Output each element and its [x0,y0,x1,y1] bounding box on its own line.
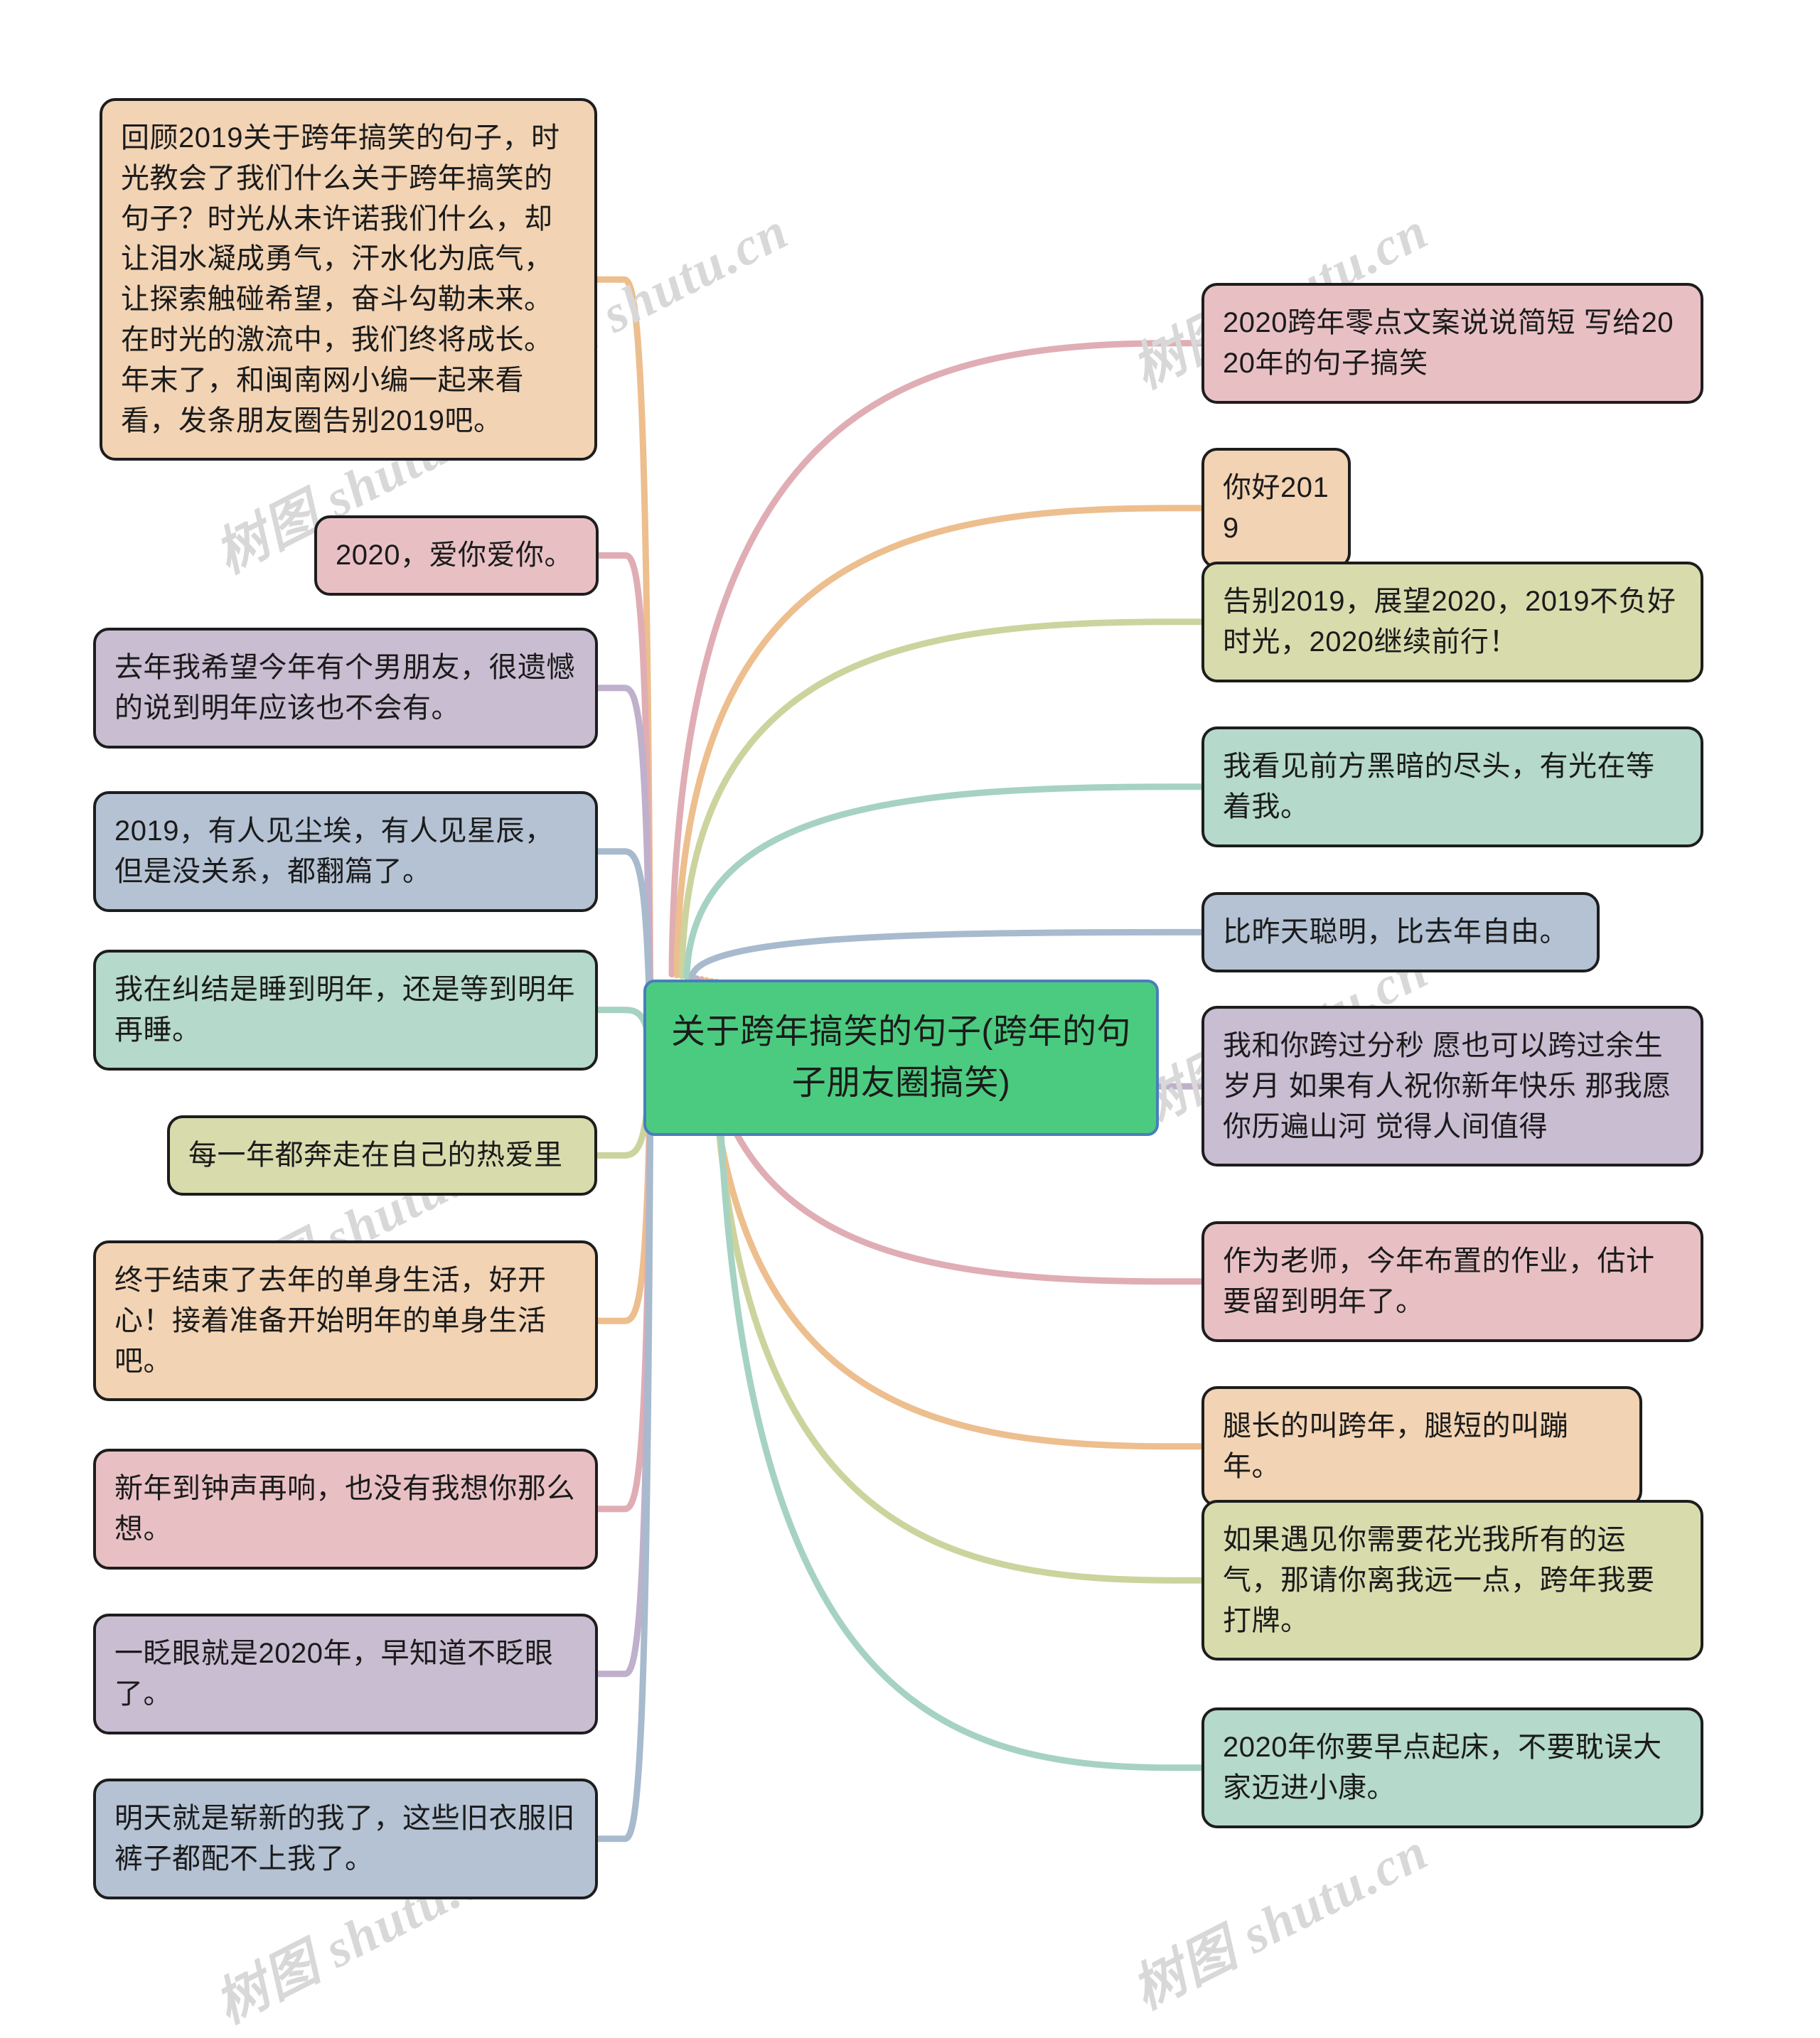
connector-curve [688,928,1205,981]
left-node-9[interactable]: 一眨眼就是2020年，早知道不眨眼了。 [93,1614,598,1734]
connector-curve [594,1052,654,1159]
connector-curve [673,505,1205,979]
right-node-10[interactable]: 2020年你要早点起床，不要耽误大家迈进小康。 [1201,1707,1703,1828]
right-node-5[interactable]: 比昨天聪明，比去年自由。 [1201,892,1600,972]
connector-curve [683,783,1205,980]
left-node-4[interactable]: 2019，有人见尘埃，有人见星辰，但是没关系，都翻篇了。 [93,791,598,912]
left-node-5[interactable]: 我在纠结是睡到明年，还是等到明年再睡。 [93,950,598,1071]
connector-curve [594,1053,654,1324]
right-node-7[interactable]: 作为老师，今年布置的作业，估计要留到明年了。 [1201,1221,1703,1342]
left-node-7[interactable]: 终于结束了去年的单身生活，好开心！接着准备开始明年的单身生活吧。 [93,1240,598,1402]
connector-curve [668,340,1205,978]
mindmap-canvas: 树图 shutu.cn 树图 shutu.cn 树图 shutu.cn 树图 s… [93,98,1703,2035]
left-node-8[interactable]: 新年到钟声再响，也没有我想你那么想。 [93,1449,598,1570]
right-node-1[interactable]: 2020跨年零点文案说说简短 写给2020年的句子搞笑 [1201,283,1703,404]
right-node-2[interactable]: 你好2019 [1201,448,1351,569]
right-node-6[interactable]: 我和你跨过分秒 愿也可以跨过余生岁月 如果有人祝你新年快乐 那我愿你历遍山河 觉… [1201,1006,1703,1167]
left-node-10[interactable]: 明天就是崭新的我了，这些旧衣服旧裤子都配不上我了。 [93,1779,598,1899]
connector-layer [594,276,1205,1843]
right-node-4[interactable]: 我看见前方黑暗的尽头，有光在等着我。 [1201,726,1703,847]
left-node-1[interactable]: 回顾2019关于跨年搞笑的句子，时光教会了我们什么关于跨年搞笑的句子？时光从未许… [100,98,597,461]
connector-curve [678,618,1205,980]
left-node-2[interactable]: 2020，爱你爱你。 [314,515,599,596]
right-node-3[interactable]: 告别2019，展望2020，2019不负好时光，2020继续前行！ [1201,562,1703,682]
right-node-8[interactable]: 腿长的叫跨年，腿短的叫蹦年。 [1201,1386,1642,1507]
connector-curve [594,685,654,1056]
connector-curve [594,1056,654,1843]
right-node-9[interactable]: 如果遇见你需要花光我所有的运气，那请你离我远一点，跨年我要打牌。 [1201,1500,1703,1661]
connector-curve [594,1007,654,1058]
connector-curve [713,978,1205,1771]
center-node[interactable]: 关于跨年搞笑的句子(跨年的句子朋友圈搞笑) [643,980,1159,1136]
left-node-3[interactable]: 去年我希望今年有个男朋友，很遗憾的说到明年应该也不会有。 [93,628,598,749]
left-node-6[interactable]: 每一年都奔走在自己的热爱里 [167,1115,597,1196]
